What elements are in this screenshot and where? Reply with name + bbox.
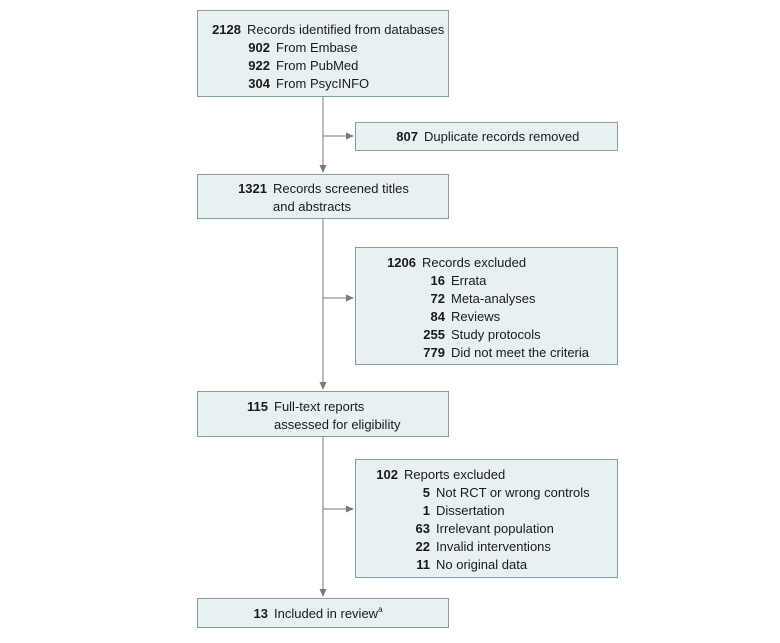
exclusion-reason-count: 22 [415,539,430,554]
footnote-marker: a [378,605,383,614]
exclusion-reason-row: 255 Study protocols [365,326,617,344]
exclusion-reason-count: 1 [422,503,430,518]
exclusion-reason-label: Reviews [451,309,501,324]
source-row: 922 From PubMed [207,57,448,75]
included-box: 13 Included in reviewa [197,598,449,628]
exclusion-reason-row: 63 Irrelevant population [365,520,617,538]
source-count: 902 [248,40,270,55]
identified-box: 2128 Records identified from databases 9… [197,10,449,97]
screened-row: and abstracts [207,198,448,216]
source-label: From PsycINFO [276,76,370,91]
duplicates-row: 807 Duplicate records removed [365,128,617,146]
screened-box: 1321 Records screened titles and abstrac… [197,174,449,219]
exclusion-reason-count: 255 [423,327,445,342]
records-excluded-label: Records excluded [422,255,527,270]
exclusion-reason-row: 11 No original data [365,556,617,574]
exclusion-reason-label: Meta-analyses [451,291,536,306]
duplicates-label: Duplicate records removed [424,129,580,144]
exclusion-reason-label: Dissertation [436,503,505,518]
exclusion-reason-count: 779 [423,345,445,360]
exclusion-reason-row: 72 Meta-analyses [365,290,617,308]
exclusion-reason-label: Errata [451,273,487,288]
fulltext-count: 115 [247,399,268,414]
exclusion-reason-count: 84 [430,309,445,324]
source-count: 922 [248,58,270,73]
included-label-text: Included in review [274,606,379,621]
identified-row: 2128 Records identified from databases [207,21,448,39]
identified-count: 2128 [212,22,241,37]
included-row: 13 Included in reviewa [207,605,448,623]
exclusion-reason-label: No original data [436,557,528,572]
screened-count: 1321 [238,181,267,196]
reports-excluded-row: 102 Reports excluded [365,466,617,484]
exclusion-reason-label: Study protocols [451,327,541,342]
included-count: 13 [253,606,268,621]
exclusion-reason-count: 5 [422,485,430,500]
source-label: From Embase [276,40,358,55]
exclusion-reason-row: 779 Did not meet the criteria [365,344,617,362]
exclusion-reason-label: Did not meet the criteria [451,345,590,360]
exclusion-reason-label: Not RCT or wrong controls [436,485,590,500]
fulltext-box: 115 Full-text reports assessed for eligi… [197,391,449,437]
exclusion-reason-row: 22 Invalid interventions [365,538,617,556]
records-excluded-row: 1206 Records excluded [365,254,617,272]
screened-row: 1321 Records screened titles [207,180,448,198]
fulltext-row: assessed for eligibility [207,416,448,434]
duplicates-count: 807 [396,129,418,144]
reports-excluded-box: 102 Reports excluded 5 Not RCT or wrong … [355,459,618,578]
reports-excluded-label: Reports excluded [404,467,506,482]
exclusion-reason-count: 72 [430,291,445,306]
fulltext-label-continued: assessed for eligibility [274,417,401,432]
identified-label: Records identified from databases [247,22,445,37]
exclusion-reason-count: 63 [415,521,430,536]
exclusion-reason-count: 16 [430,273,445,288]
exclusion-reason-count: 11 [416,557,430,572]
fulltext-row: 115 Full-text reports [207,398,448,416]
exclusion-reason-label: Irrelevant population [436,521,554,536]
source-label: From PubMed [276,58,359,73]
exclusion-reason-row: 84 Reviews [365,308,617,326]
duplicates-box: 807 Duplicate records removed [355,122,618,151]
exclusion-reason-row: 16 Errata [365,272,617,290]
included-label: Included in reviewa [274,605,383,623]
fulltext-label: Full-text reports [274,399,365,414]
records-excluded-count: 1206 [387,255,416,270]
reports-excluded-count: 102 [376,467,398,482]
screened-label-continued: and abstracts [273,199,352,214]
source-row: 304 From PsycINFO [207,75,448,93]
exclusion-reason-row: 1 Dissertation [365,502,617,520]
exclusion-reason-row: 5 Not RCT or wrong controls [365,484,617,502]
screened-label: Records screened titles [273,181,409,196]
source-count: 304 [248,76,270,91]
source-row: 902 From Embase [207,39,448,57]
records-excluded-box: 1206 Records excluded 16 Errata 72 Meta-… [355,247,618,365]
exclusion-reason-label: Invalid interventions [436,539,551,554]
